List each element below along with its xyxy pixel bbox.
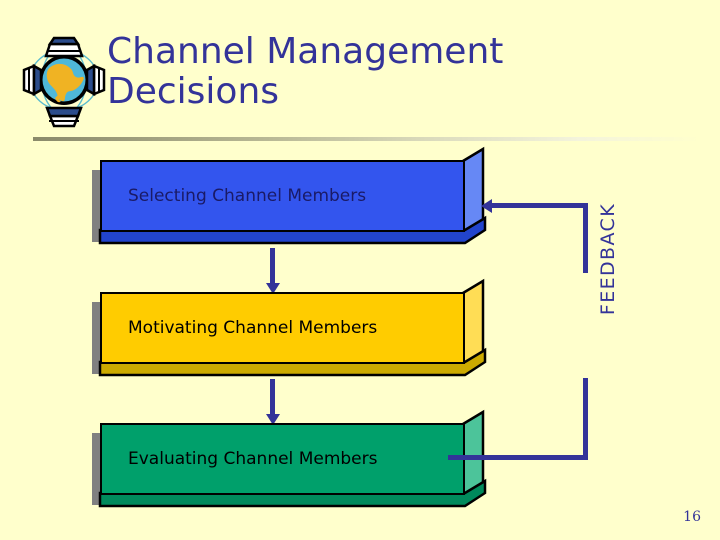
globe-network-logo [14, 28, 114, 132]
box-front-face: Evaluating Channel Members [100, 423, 465, 495]
flow-box-evaluating[interactable]: Evaluating Channel Members [92, 409, 487, 508]
arrow-head-down-icon [265, 414, 280, 425]
box-front-face: Selecting Channel Members [100, 160, 465, 232]
feedback-line-bottom [448, 455, 588, 460]
flow-box-label: Evaluating Channel Members [128, 449, 378, 469]
flow-box-label: Motivating Channel Members [128, 318, 378, 338]
feedback-line-top [492, 203, 588, 208]
flow-arrow-motivating-to-evaluating [270, 379, 275, 419]
feedback-line-vertical-upper [583, 203, 588, 273]
page-number: 16 [683, 509, 701, 525]
title-divider [33, 137, 700, 141]
flow-box-label: Selecting Channel Members [128, 186, 367, 206]
arrow-head-down-icon [265, 283, 280, 294]
flow-arrow-selecting-to-motivating [270, 248, 275, 288]
arrow-head-left-icon [481, 198, 492, 213]
feedback-line-vertical-lower [583, 378, 588, 458]
flow-box-selecting[interactable]: Selecting Channel Members [92, 146, 487, 245]
feedback-label: FEEDBACK [597, 202, 619, 316]
page-title: Channel Management Decisions [107, 31, 504, 112]
box-front-face: Motivating Channel Members [100, 292, 465, 364]
flow-box-motivating[interactable]: Motivating Channel Members [92, 278, 487, 377]
